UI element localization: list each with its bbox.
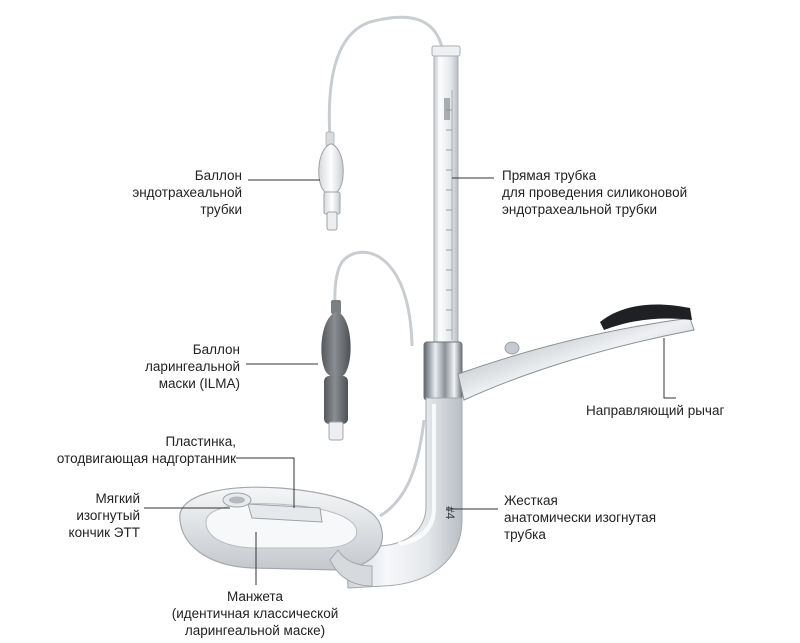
straight-tube (431, 45, 461, 347)
ilma-pilot-line-lower (379, 419, 426, 518)
ett-pilot-line (327, 15, 446, 139)
ilma-pilot-balloon (321, 300, 351, 441)
soft-ett-tip (222, 492, 252, 508)
leader-lines (144, 177, 676, 585)
label-ilma-balloon: Баллон ларингеальной маски (ILMA) (145, 342, 240, 391)
ett-pilot-balloon (318, 131, 344, 231)
tube-size-marking: #4 (443, 506, 457, 520)
label-soft-ett-tip: Мягкий изогнутый кончик ЭТТ (68, 491, 140, 540)
leader-epiglottis-plate (236, 457, 295, 508)
metal-connector (423, 341, 463, 401)
epiglottis-plate (247, 503, 323, 523)
label-ett-balloon: Баллон эндотрахеальной трубки (132, 168, 242, 217)
mask-cuff (179, 486, 383, 587)
label-guide-lever: Направляющий рычаг (586, 403, 725, 418)
label-epiglottis-plate: Пластинка, отодвигающая надгортанник (56, 434, 236, 466)
label-rigid-tube: Жесткая анатомически изогнутая трубка (504, 493, 657, 542)
ilma-pilot-line (333, 250, 414, 347)
guide-lever (457, 304, 695, 401)
label-straight-tube: Прямая трубка для проведения силиконовой… (502, 168, 688, 217)
label-cuff: Манжета (идентичная классической ларинге… (171, 589, 339, 638)
leader-guide-lever (663, 338, 676, 399)
